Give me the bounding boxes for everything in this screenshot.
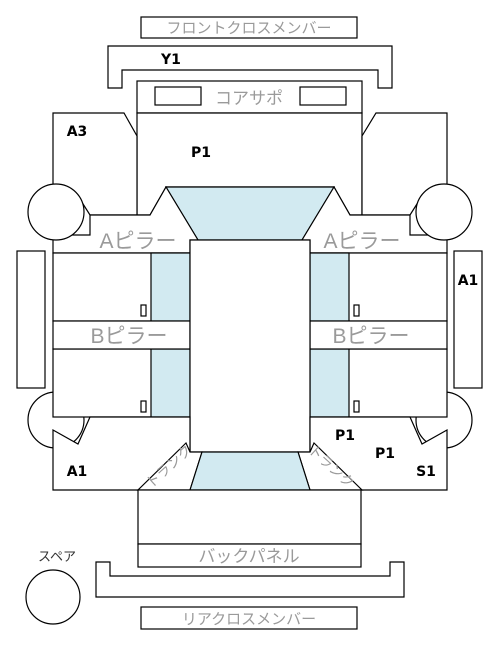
- rear-cross-member-label: リアクロスメンバー: [182, 611, 316, 628]
- door-handle-front-right: [353, 304, 360, 317]
- rad-support-label: コアサポ: [215, 89, 283, 108]
- wheel-front-left[interactable]: [27, 183, 85, 241]
- b-pillar-right-label: Bピラー: [332, 325, 409, 348]
- grade-a1-right: A1: [458, 273, 479, 289]
- front-cross-member-label: フロントクロスメンバー: [166, 20, 331, 37]
- front-cross-member-box[interactable]: [140, 16, 358, 39]
- rear-bumper-reinforcement[interactable]: [95, 561, 405, 598]
- grade-p1-hood: P1: [191, 145, 211, 161]
- rear-door-glass-left: [150, 348, 191, 418]
- a-pillar-right-label: Aピラー: [323, 230, 400, 253]
- grade-s1: S1: [416, 464, 436, 480]
- rocker-panel-left[interactable]: [16, 250, 46, 389]
- front-bumper-reinforcement[interactable]: [107, 45, 393, 89]
- rocker-panel-right[interactable]: [453, 250, 483, 389]
- b-pillar-right[interactable]: [309, 320, 448, 350]
- spare-label: スペア: [38, 549, 76, 564]
- door-handle-front-left: [140, 304, 147, 317]
- b-pillar-left[interactable]: [52, 320, 191, 350]
- front-door-glass-left: [150, 252, 191, 322]
- front-door-glass-right: [309, 252, 350, 322]
- door-handle-rear-left: [140, 400, 147, 413]
- rear-glass[interactable]: [189, 451, 311, 491]
- grade-p1-right-rear: P1: [335, 428, 355, 444]
- grade-p1-quarter: P1: [375, 446, 395, 462]
- b-pillar-left-label: Bピラー: [90, 325, 167, 348]
- rear-door-glass-right: [309, 348, 350, 418]
- trunk-lid[interactable]: [137, 489, 362, 545]
- rear-cross-member-box[interactable]: [140, 606, 358, 630]
- grade-y1: Y1: [160, 52, 181, 68]
- back-panel-box[interactable]: [137, 543, 362, 568]
- a-pillar-left-label: Aピラー: [99, 230, 176, 253]
- door-handle-rear-right: [353, 400, 360, 413]
- headlight-right: [299, 86, 347, 106]
- grade-a1-left-rear: A1: [67, 464, 88, 480]
- grade-a3: A3: [67, 124, 88, 140]
- headlight-left: [154, 86, 202, 106]
- back-panel-label: バックパネル: [198, 547, 299, 566]
- wheel-front-right[interactable]: [415, 183, 473, 241]
- roof-panel[interactable]: [189, 239, 311, 453]
- spare-tire[interactable]: [25, 569, 81, 625]
